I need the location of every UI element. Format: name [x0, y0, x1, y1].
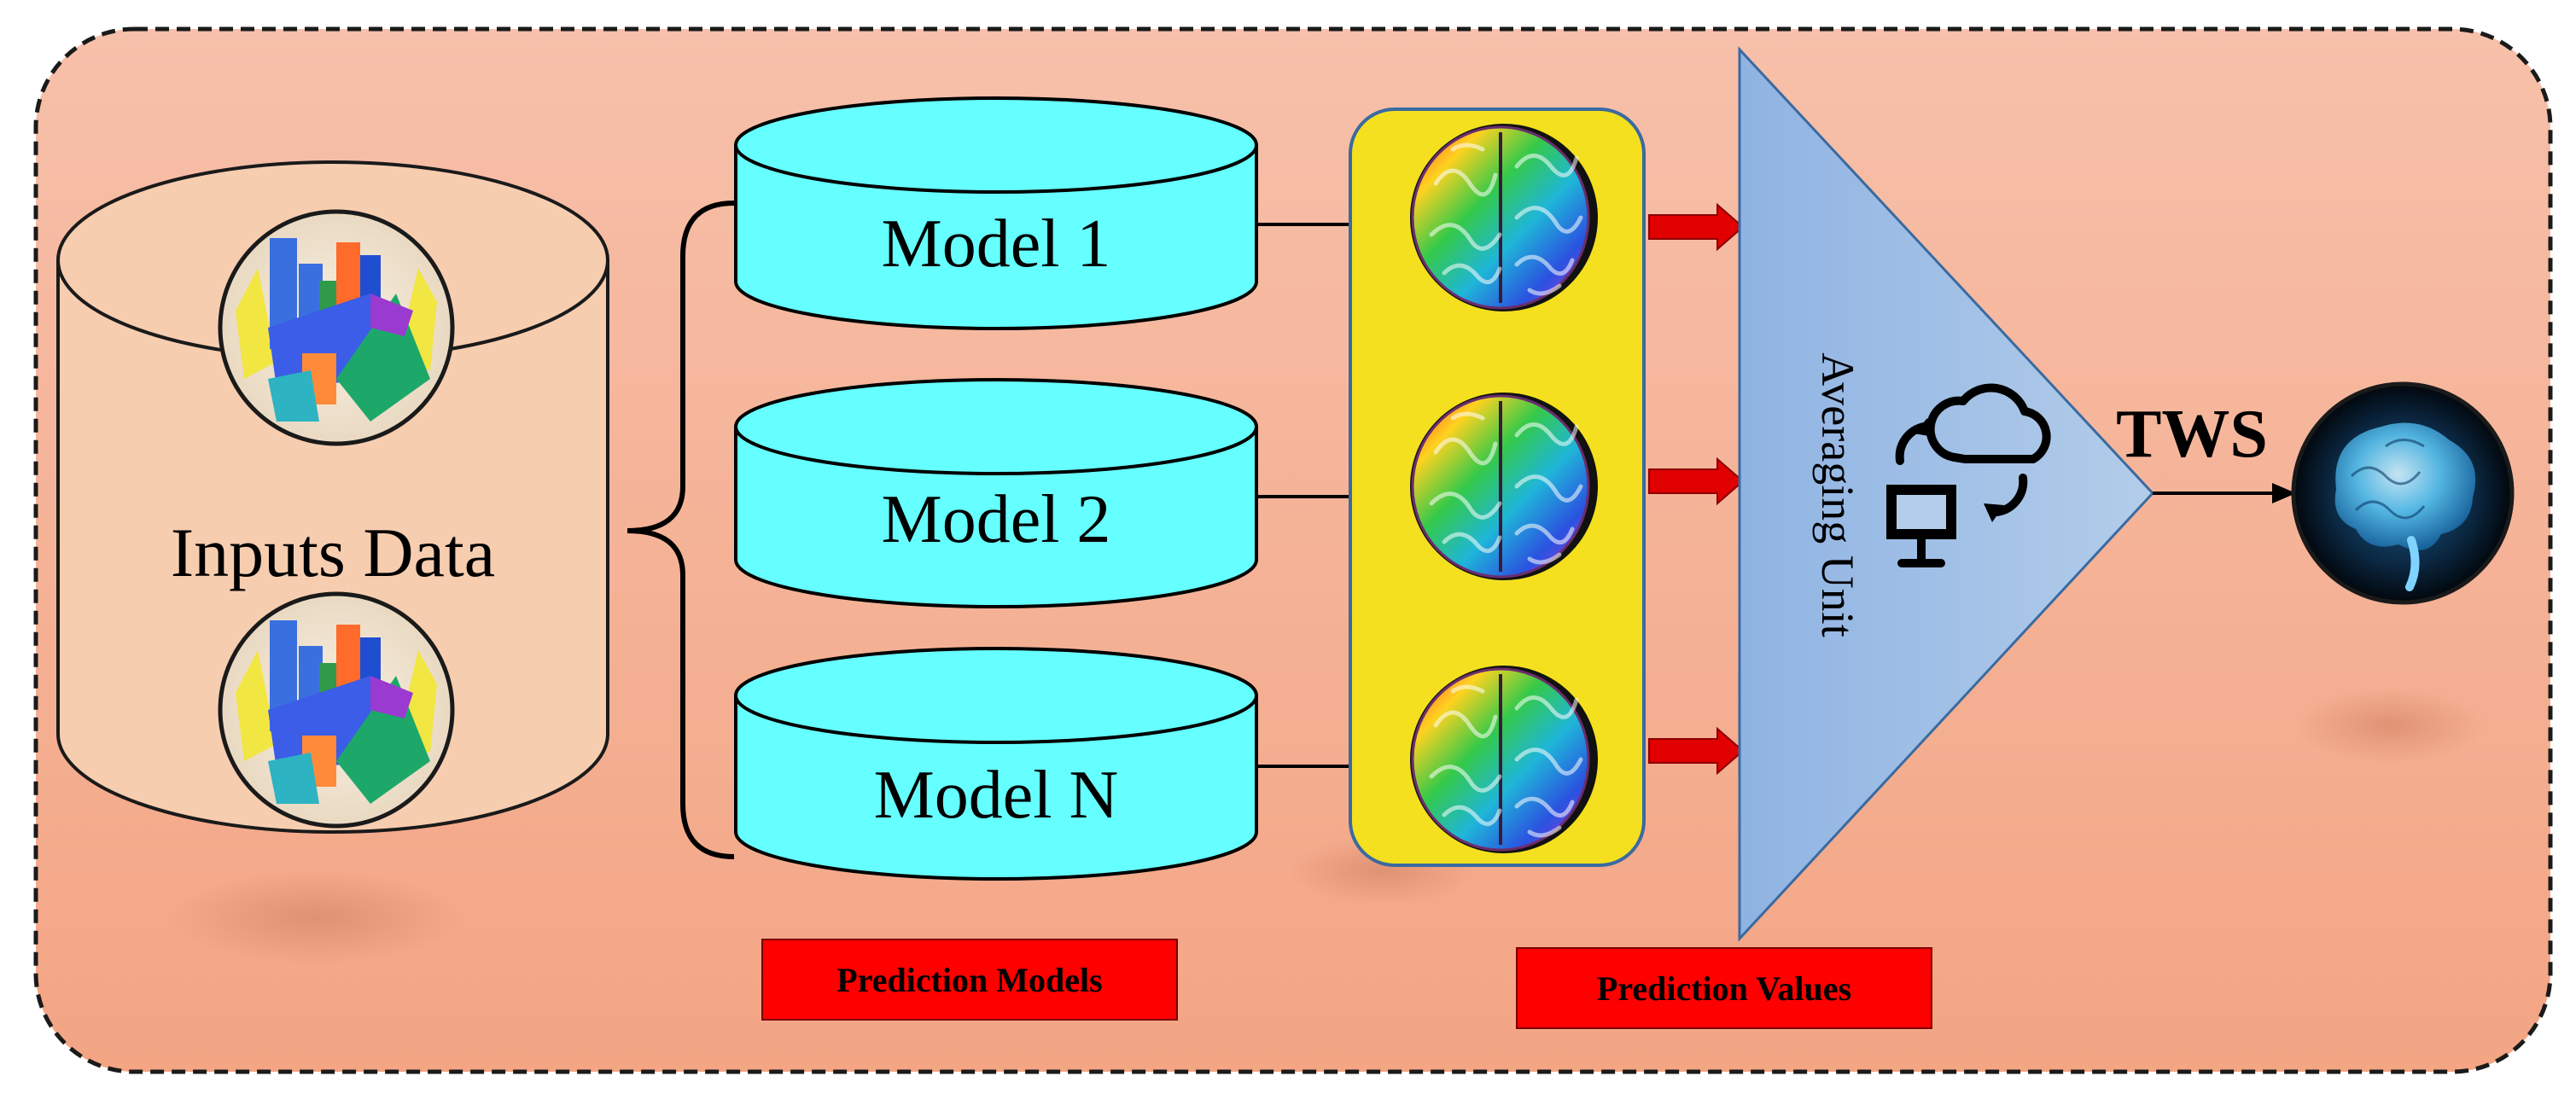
- brain-icon: [1410, 393, 1598, 580]
- shadow: [171, 870, 461, 964]
- transfer-arrows: [1648, 202, 1745, 776]
- model-cylinder: Model 1: [734, 96, 1258, 330]
- prediction-models-tag: Prediction Models: [761, 939, 1178, 1021]
- glowing-brain-icon: [2291, 381, 2515, 605]
- shadow: [2296, 687, 2484, 764]
- brain-icon: [1410, 124, 1598, 311]
- blocks-icon: [218, 591, 455, 829]
- tws-label: TWS: [2116, 397, 2268, 472]
- model-label: Model 2: [882, 482, 1111, 557]
- brace: [627, 201, 735, 859]
- averaging-unit-label: Averaging Unit: [1812, 352, 1863, 637]
- inputs-data-label: Inputs Data: [171, 514, 495, 591]
- prediction-values-tag: Prediction Values: [1516, 947, 1932, 1029]
- brain-icon: [1410, 666, 1598, 853]
- cloud-computer-sync-icon: [1886, 383, 2051, 567]
- blocks-icon: [218, 209, 455, 446]
- model-label: Model 1: [882, 206, 1111, 282]
- model-cylinder: Model N: [734, 647, 1258, 881]
- output-arrow: [2153, 483, 2296, 503]
- model-label: Model N: [874, 758, 1119, 833]
- model-cylinder: Model 2: [734, 378, 1258, 608]
